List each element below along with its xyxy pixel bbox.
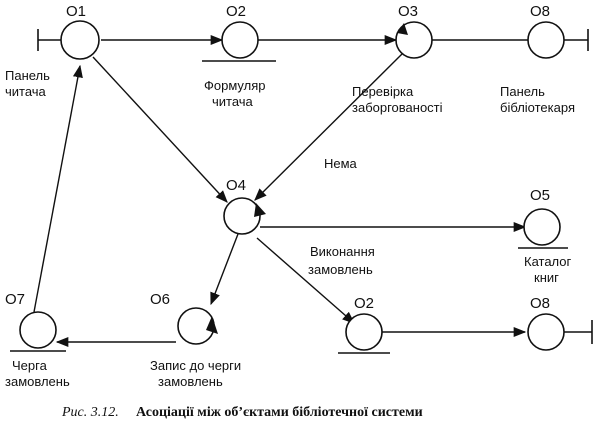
object-circle (221, 21, 259, 59)
object-o2-bottom: О2 (338, 295, 390, 354)
object-o5: О5 Каталог книг (518, 187, 572, 285)
edge-label-vykonannia-line1: Виконання (310, 244, 375, 259)
object-description-line2: замовлень (158, 374, 223, 389)
object-label: О6 (150, 291, 170, 308)
figure-caption: Рис. 3.12. Асоціації між об’єктами біблі… (61, 405, 423, 420)
object-description-line1: Запис до черги (150, 358, 241, 373)
object-description-line1: Каталог (524, 254, 572, 269)
control-arrow (254, 203, 266, 217)
object-o8-bottom: О8 (527, 295, 593, 351)
object-circle (60, 20, 100, 60)
object-circle (19, 311, 57, 349)
control-arrow (206, 316, 218, 334)
object-label: О2 (226, 3, 246, 20)
object-description-line2: замовлень (5, 374, 70, 389)
object-label: О1 (66, 3, 86, 20)
edge-o4-o6 (210, 233, 239, 306)
edge-o4-o2b (256, 237, 355, 324)
object-description-line1: Формуляр (204, 78, 266, 93)
object-circle (223, 197, 261, 235)
object-label: О4 (226, 177, 246, 194)
object-description-line1: Перевірка (352, 84, 414, 99)
edge-o1-o4 (92, 56, 228, 203)
object-label: О2 (354, 295, 374, 312)
caption-text: Асоціації між об’єктами бібліотечної сис… (136, 405, 423, 420)
edges (33, 34, 528, 348)
object-o4: О4 (223, 177, 266, 235)
object-description-line2: бібліотекаря (500, 100, 575, 115)
object-o3: О3 Перевірка заборгованості (352, 3, 443, 115)
object-description-line2: книг (534, 270, 559, 285)
caption-prefix: Рис. 3.12. (61, 405, 119, 420)
object-o2-top: О2 Формуляр читача (202, 3, 276, 109)
object-circle (527, 21, 565, 59)
edge-label-vykonannia-line2: замовлень (308, 262, 373, 277)
edge-label-nema: Нема (324, 156, 358, 171)
object-o7: О7 Черга замовлень (5, 291, 70, 389)
object-description-line1: Черга (12, 358, 48, 373)
object-label: О8 (530, 295, 550, 312)
object-label: О5 (530, 187, 550, 204)
control-arrow (397, 23, 408, 35)
object-description-line1: Панель (500, 84, 545, 99)
object-description-line2: читача (5, 84, 47, 99)
object-description-line1: Панель (5, 68, 50, 83)
object-label: О7 (5, 291, 25, 308)
object-o1: О1 Панель читача (5, 3, 100, 99)
object-label: О8 (530, 3, 550, 20)
object-o8-top: О8 Панель бібліотекаря (500, 3, 589, 115)
object-description-line2: читача (212, 94, 254, 109)
object-label: О3 (398, 3, 418, 20)
edge-o7-o1 (33, 64, 83, 313)
edge-o3-o4 (254, 53, 403, 201)
object-circle (345, 313, 383, 351)
object-circle (527, 313, 565, 351)
object-description-line2: заборгованості (352, 100, 443, 115)
object-circle (523, 208, 561, 246)
object-o6: О6 Запис до черги замовлень (150, 291, 241, 389)
